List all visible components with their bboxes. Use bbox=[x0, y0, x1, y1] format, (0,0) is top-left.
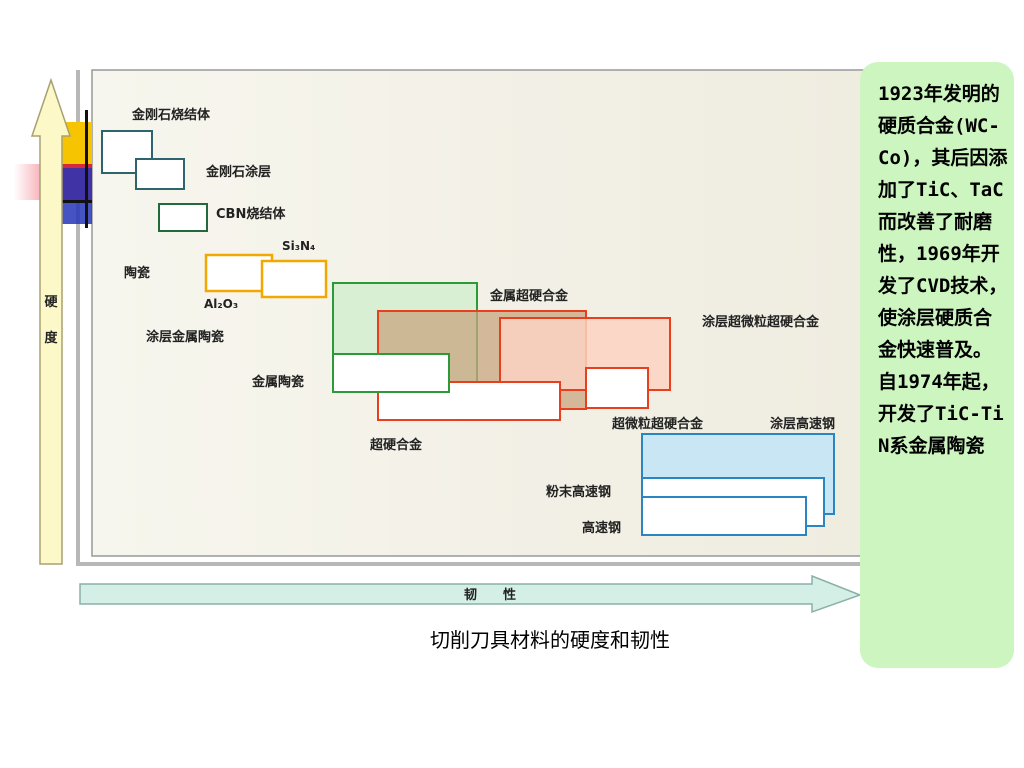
sintered-diamond-label: 金刚石烧结体 bbox=[131, 107, 211, 123]
al2o3-label: Al₂O₃ bbox=[204, 297, 238, 311]
coated-cermet-label: 涂层金属陶瓷 bbox=[146, 329, 224, 345]
pm-hss-label: 粉末高速钢 bbox=[546, 484, 611, 500]
history-callout-text: 1923年发明的硬质合金(WC-Co)，其后因添加了TiC、TaC而改善了耐磨性… bbox=[878, 83, 1008, 457]
hss-label: 高速钢 bbox=[582, 520, 621, 536]
hardness-axis-arrow: 硬 度 bbox=[30, 77, 72, 565]
cermet-box bbox=[332, 353, 450, 393]
toughness-label: 韧 性 bbox=[464, 587, 516, 603]
history-callout: 1923年发明的硬质合金(WC-Co)，其后因添加了TiC、TaC而改善了耐磨性… bbox=[860, 62, 1014, 668]
diamond-coating-box bbox=[135, 158, 185, 190]
toughness-axis-arrow: 韧 性 bbox=[79, 574, 863, 614]
metal-cemented-carbide-label: 金属超硬合金 bbox=[489, 288, 569, 304]
cemented-carbide-label: 超硬合金 bbox=[370, 437, 423, 453]
figure-caption: 切削刀具材料的硬度和韧性 bbox=[430, 628, 670, 652]
cbn-box bbox=[158, 203, 208, 232]
ceramics-label: 陶瓷 bbox=[124, 265, 150, 281]
color-key-bars bbox=[14, 110, 92, 228]
hardness-label-2: 度 bbox=[44, 330, 58, 346]
ultrafine-carbide-box bbox=[585, 367, 649, 409]
hardness-label-1: 硬 bbox=[44, 295, 58, 310]
coated-ultrafine-carbide-label: 涂层超微粒超硬合金 bbox=[702, 314, 820, 330]
si3n4-box bbox=[260, 259, 328, 299]
hss-box bbox=[641, 496, 807, 536]
diamond-coating-label: 金刚石涂层 bbox=[205, 164, 271, 180]
cermet-label: 金属陶瓷 bbox=[251, 374, 304, 390]
si3n4-label: Si₃N₄ bbox=[282, 239, 315, 253]
ultrafine-carbide-label: 超微粒超硬合金 bbox=[612, 416, 704, 432]
cbn-label: CBN烧结体 bbox=[216, 206, 286, 222]
coated-hss-label: 涂层高速钢 bbox=[770, 416, 835, 432]
